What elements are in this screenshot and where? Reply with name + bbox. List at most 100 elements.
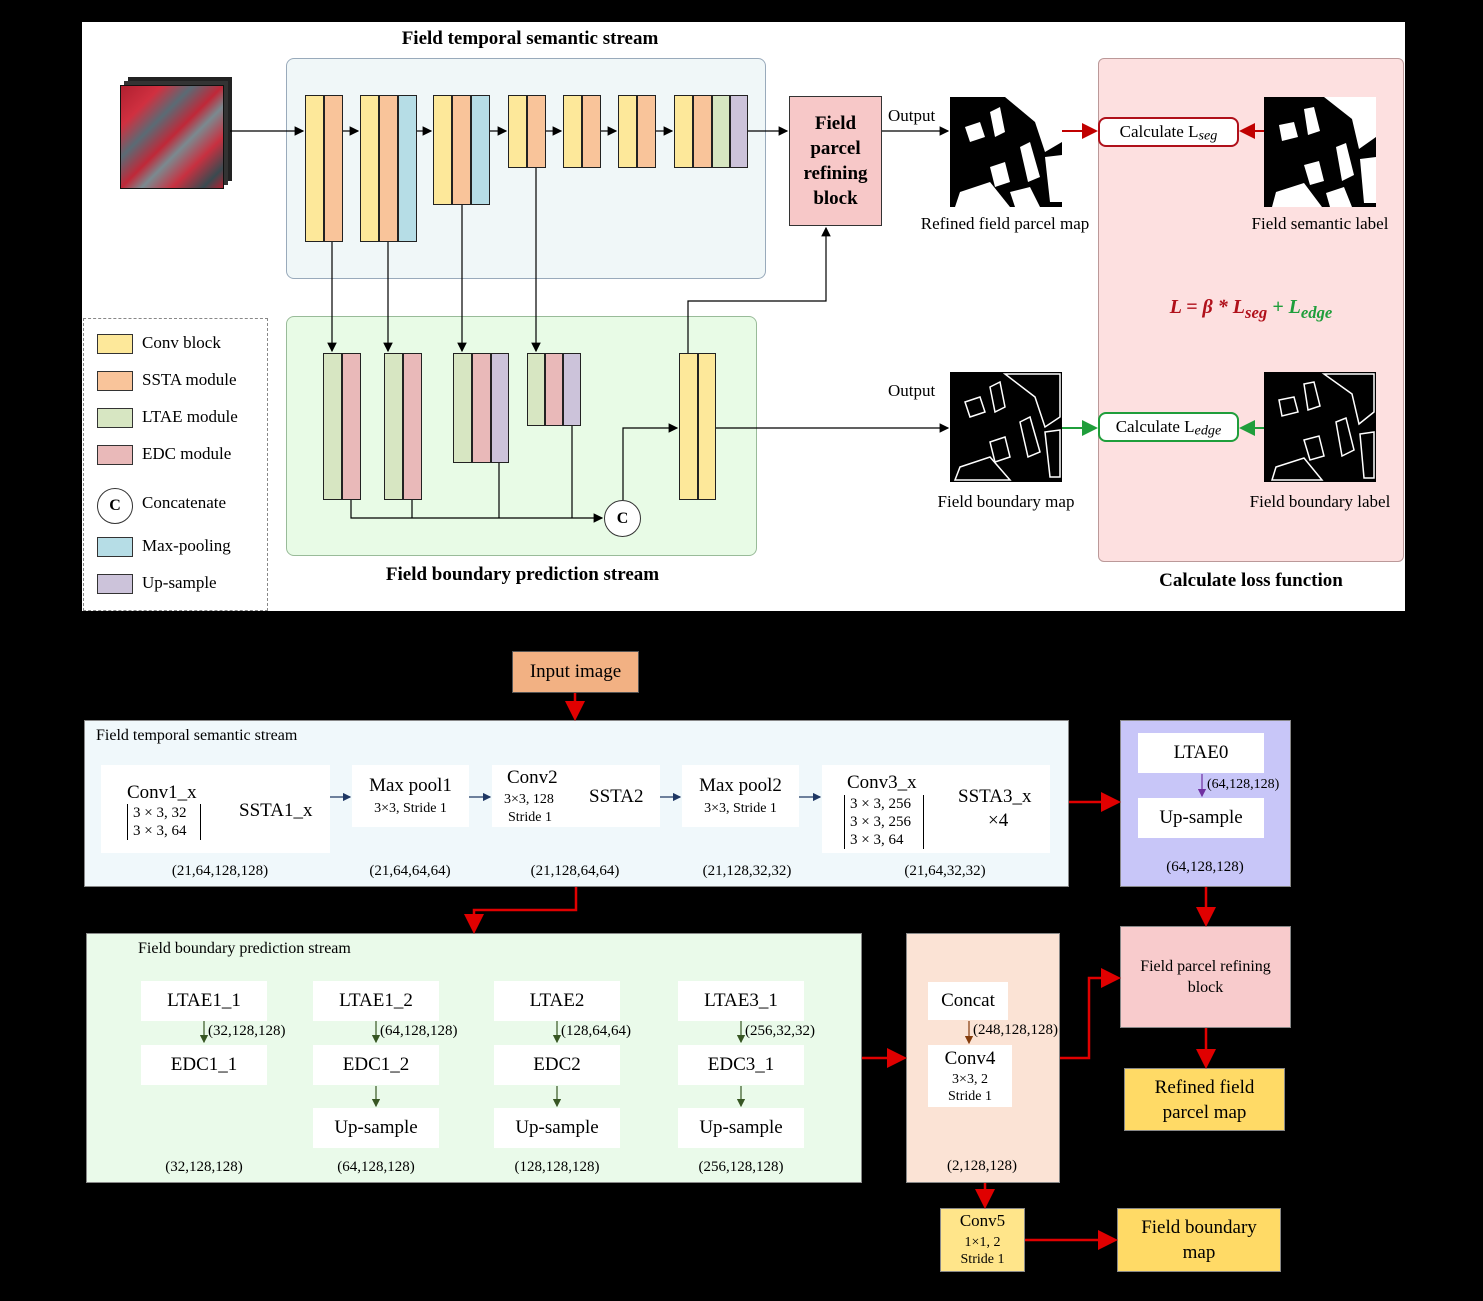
conv2-name: Conv2 (507, 767, 558, 788)
conv2-block (492, 765, 660, 827)
ltae0-box: LTAE0 (1138, 733, 1264, 773)
sem-ssta-block-5 (582, 95, 601, 168)
branch-2-bottom: Up-sample (313, 1108, 439, 1148)
maxpool2-block (682, 765, 799, 827)
maxpool2-sub: 3×3, Stride 1 (704, 801, 777, 816)
refined-map-caption: Refined field parcel map (920, 214, 1090, 233)
conv1-matrix-row1: 3 × 3, 32 (133, 805, 187, 821)
concat-box: Concat (928, 982, 1008, 1020)
dim-semantic-3: (21,128,64,64) (530, 863, 620, 879)
conv3-matrix: 3 × 3, 256 3 × 3, 256 3 × 3, 64 (844, 795, 924, 849)
sem-up-block-7 (730, 95, 748, 168)
legend-swatch-6 (97, 537, 133, 557)
branch-4-bottom: Up-sample (678, 1108, 804, 1148)
branch-1-mid: EDC1_1 (141, 1045, 267, 1085)
conv3-name: Conv3_x (847, 772, 917, 793)
sem-conv-block-3 (433, 95, 452, 205)
branch-3-mid: EDC2 (494, 1045, 620, 1085)
ltae0-upsample-label: Up-sample (1159, 807, 1243, 828)
branch-2-top: LTAE1_2 (313, 981, 439, 1021)
branch-4-top: LTAE3_1 (678, 981, 804, 1021)
ssta1-label: SSTA1_x (239, 800, 313, 821)
loss-formula: L = β * Lseg + Ledge (1110, 296, 1392, 323)
input-satellite-image (120, 85, 224, 189)
legend-label-6: Max-pooling (142, 536, 231, 555)
field-semantic-label-image (1264, 97, 1376, 207)
sem-conv-block-1 (305, 95, 324, 242)
conv5-name: Conv5 (959, 1211, 1006, 1230)
boundary-map-caption: Field boundary map (937, 492, 1075, 511)
field-boundary-map-image (950, 372, 1062, 482)
calc-seg-text: Calculate L (1119, 122, 1199, 141)
conv3-matrix-row2: 3 × 3, 256 (850, 814, 911, 830)
bnd-ltae-block-2 (384, 353, 403, 500)
refined-map-shapes (950, 97, 1062, 207)
branch-4-out-dim: (256,128,128) (698, 1159, 784, 1175)
conv1-block (101, 765, 330, 853)
legend-swatch-5: C (97, 488, 133, 524)
conv4-box (928, 1045, 1012, 1107)
semantic-label-caption: Field semantic label (1251, 214, 1389, 233)
maxpool2-name: Max pool2 (699, 775, 782, 796)
conv1-name: Conv1_x (127, 782, 197, 803)
ssta3-repeat: ×4 (988, 810, 1009, 831)
loss-caption: Calculate loss function (1159, 570, 1343, 591)
branch-3-dim: (128,64,64) (561, 1023, 631, 1039)
boundary-label-shapes (1264, 372, 1376, 482)
bnd-edc-block-2 (403, 353, 422, 500)
conv4-out-dim: (2,128,128) (947, 1158, 1017, 1174)
branch-1-top: LTAE1_1 (141, 981, 267, 1021)
calc-edge-text: Calculate L (1115, 417, 1195, 436)
conv1-matrix-row2: 3 × 3, 64 (133, 823, 187, 839)
legend-label-3: LTAE module (142, 407, 238, 426)
branch-4-mid: EDC3_1 (678, 1045, 804, 1085)
sem-conv-block-7 (674, 95, 693, 168)
top-connectors (230, 123, 1264, 523)
output-label-edge: Output (888, 381, 936, 400)
concat-circle: C (604, 500, 641, 537)
legend-label-7: Up-sample (142, 573, 217, 592)
concat-symbol: C (616, 509, 629, 527)
legend-label-2: SSTA module (142, 370, 237, 389)
sem-ltae-block-7 (712, 95, 730, 168)
conv4-sub2: Stride 1 (948, 1089, 992, 1104)
dim-semantic-5: (21,64,32,32) (904, 863, 986, 879)
boundary-label-caption: Field boundary label (1249, 492, 1391, 511)
bnd-conv-block-out-2 (698, 353, 716, 500)
sem-ssta-block-7 (693, 95, 712, 168)
legend-swatch-4 (97, 445, 133, 465)
bnd-ltae-block-3 (453, 353, 472, 463)
conv2-sub2: Stride 1 (508, 810, 552, 825)
field-boundary-map-label: Field boundary map (1141, 1217, 1257, 1263)
maxpool1-sub: 3×3, Stride 1 (374, 801, 447, 816)
conv4-name: Conv4 (944, 1048, 996, 1069)
field-parcel-refining-block: Field parcel refining block (789, 96, 882, 226)
sem-conv-block-2 (360, 95, 379, 242)
bnd-edc-block-4 (545, 353, 563, 426)
concat-label: Concat (941, 990, 995, 1011)
legend-swatch-2 (97, 371, 133, 391)
calc-seg-sub: seg (1198, 127, 1218, 144)
sem-pool-block-3 (471, 95, 490, 205)
refined-field-parcel-map-image (950, 97, 1062, 207)
sem-ssta-block-1 (324, 95, 343, 242)
legend-swatch-3 (97, 408, 133, 428)
sem-conv-block-4 (508, 95, 527, 168)
legend-swatch-1 (97, 334, 133, 354)
bnd-conv-block-out (679, 353, 698, 500)
input-image-label: Input image (529, 661, 622, 682)
legend-concat-symbol: C (109, 497, 121, 514)
boundary-stream-region (286, 316, 757, 556)
bnd-edc-block-1 (342, 353, 361, 500)
calc-edge-sub: edge (1194, 422, 1222, 439)
conv2-sub1: 3×3, 128 (504, 792, 554, 807)
formula-plus: + L (1267, 296, 1301, 318)
dim-semantic-4: (21,128,32,32) (702, 863, 792, 879)
bnd-ltae-block-1 (323, 353, 342, 500)
bnd-ltae-block-4 (527, 353, 545, 426)
branch-3-out-dim: (128,128,128) (514, 1159, 600, 1175)
legend-label-5: Concatenate (142, 493, 227, 512)
branch-2-dim: (64,128,128) (380, 1023, 458, 1039)
field-boundary-label-image (1264, 372, 1376, 482)
